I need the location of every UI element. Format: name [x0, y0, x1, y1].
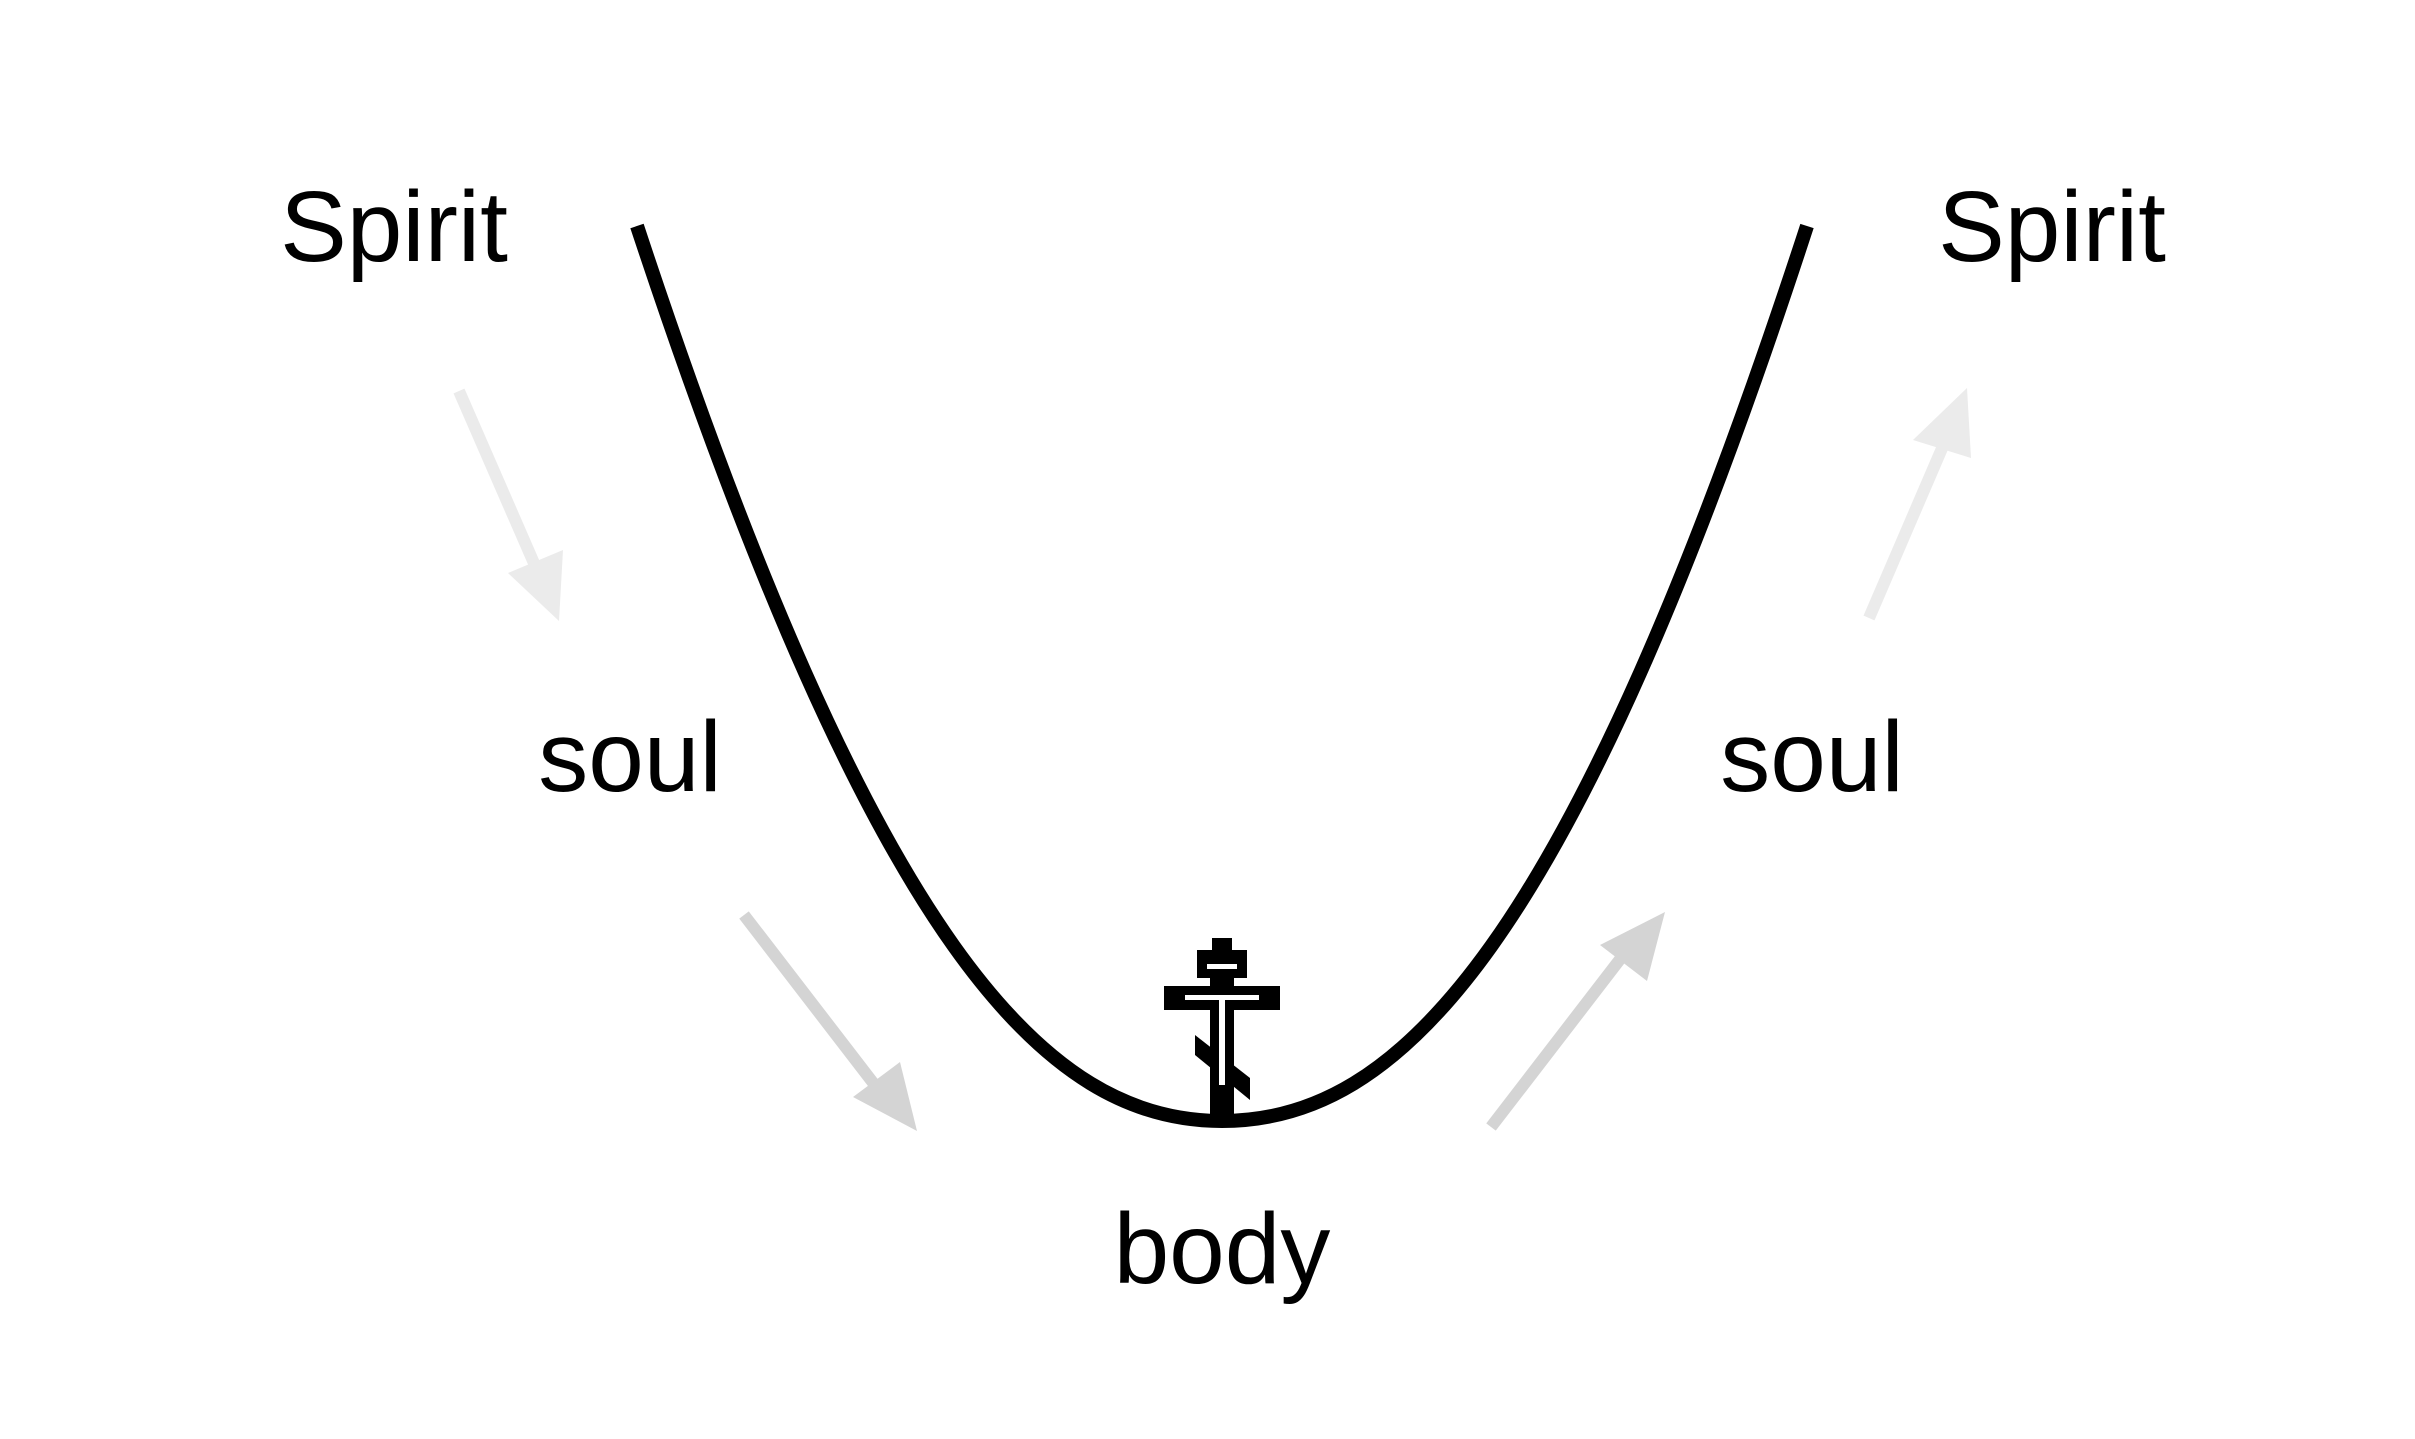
- label-soul-left: soul: [538, 701, 721, 813]
- label-spirit-right: Spirit: [1938, 171, 2166, 283]
- label-soul-right: soul: [1720, 701, 1903, 813]
- arrow-body-to-soul-right: [1486, 912, 1665, 1131]
- label-spirit-left: Spirit: [280, 171, 508, 283]
- orthodox-cross-icon: [1164, 938, 1280, 1120]
- arrow-soul-right-to-spirit: [1863, 388, 1971, 621]
- arrow-soul-left-to-body: [739, 911, 917, 1131]
- descent-ascent-curve: [630, 223, 1814, 1129]
- label-body: body: [1114, 1193, 1331, 1305]
- arrow-spirit-to-soul-left: [453, 388, 563, 621]
